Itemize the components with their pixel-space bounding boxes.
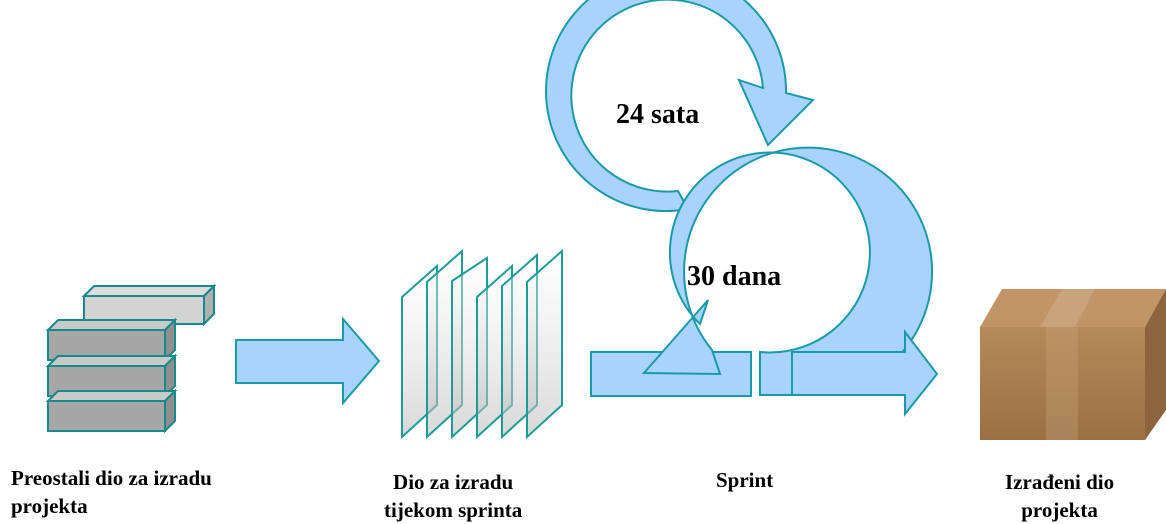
backlog-block-top bbox=[81, 283, 217, 327]
sprint-loop-label: 30 dana bbox=[687, 261, 781, 292]
flow-arrow-2 bbox=[791, 329, 939, 417]
backlog-caption: Preostali dio za izradu projekta bbox=[11, 464, 212, 520]
sheet-6 bbox=[526, 248, 563, 440]
flow-arrow-1 bbox=[235, 316, 381, 406]
increment-caption-line-1: Izrađeni dio bbox=[1005, 470, 1115, 494]
sprint-caption: Sprint bbox=[716, 466, 773, 494]
increment-caption: Izrađeni dio projekta bbox=[1005, 468, 1114, 524]
daily-loop-label: 24 sata bbox=[616, 99, 699, 130]
daily-loop-arrow bbox=[545, 0, 815, 212]
sprint-loop-arrow bbox=[641, 146, 934, 396]
sprint-backlog-caption: Dio za izradu tijekom sprinta bbox=[384, 468, 522, 524]
backlog-caption-line-1: Preostali dio za izradu bbox=[11, 466, 212, 490]
increment-caption-line-2: projekta bbox=[1021, 498, 1098, 522]
backlog-blocks bbox=[45, 283, 217, 434]
backlog-block-1 bbox=[45, 317, 178, 363]
sprint-caption-text: Sprint bbox=[716, 468, 774, 492]
sprint-backlog-sheets bbox=[401, 248, 563, 440]
increment-box bbox=[980, 289, 1166, 440]
backlog-caption-line-2: projekta bbox=[11, 494, 88, 518]
backlog-block-3 bbox=[45, 388, 178, 434]
sprint-backlog-caption-line-1: Dio za izradu bbox=[393, 470, 514, 494]
sprint-backlog-caption-line-2: tijekom sprinta bbox=[384, 498, 523, 522]
